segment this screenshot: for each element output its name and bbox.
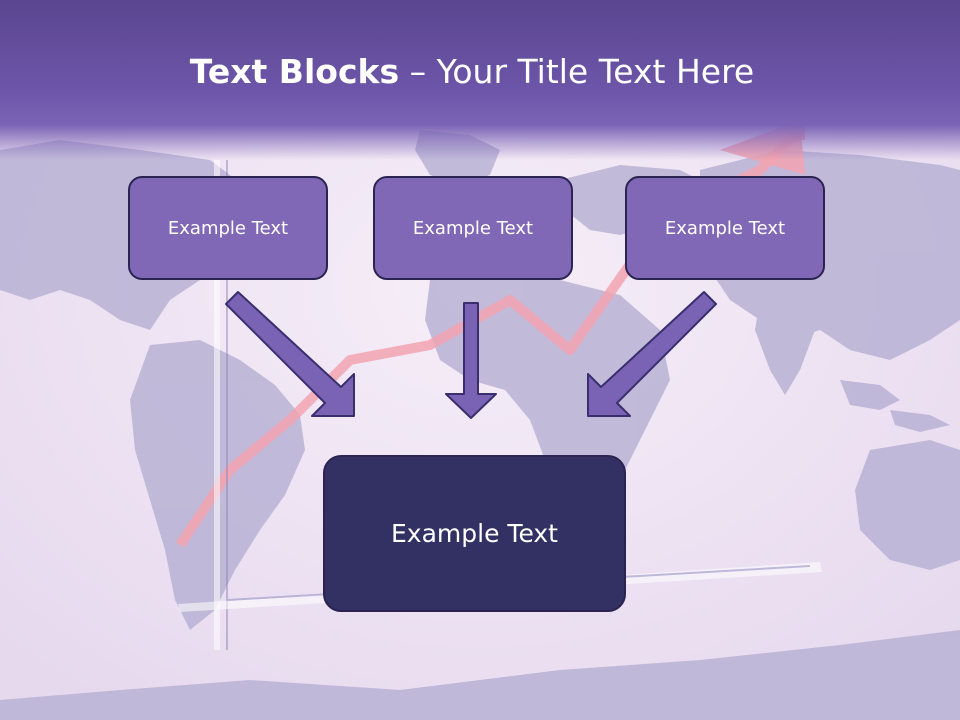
center-text-block[interactable]: Example Text [323,455,626,612]
text-block-left-label: Example Text [167,217,289,239]
header-band [0,0,960,160]
arrow-right [587,291,717,417]
title-bold: Text Blocks [189,52,400,91]
text-block-right-label: Example Text [664,217,786,239]
title-dash: – [399,52,437,91]
arrow-left [225,291,355,417]
slide-title: Text Blocks – Your Title Text Here [0,52,944,91]
text-block-middle[interactable]: Example Text [373,176,573,280]
text-block-middle-label: Example Text [412,217,534,239]
text-block-right[interactable]: Example Text [625,176,825,280]
arrow-middle [445,302,497,419]
text-block-left[interactable]: Example Text [128,176,328,280]
center-text-block-label: Example Text [391,519,558,548]
title-rest: Your Title Text Here [436,52,755,91]
